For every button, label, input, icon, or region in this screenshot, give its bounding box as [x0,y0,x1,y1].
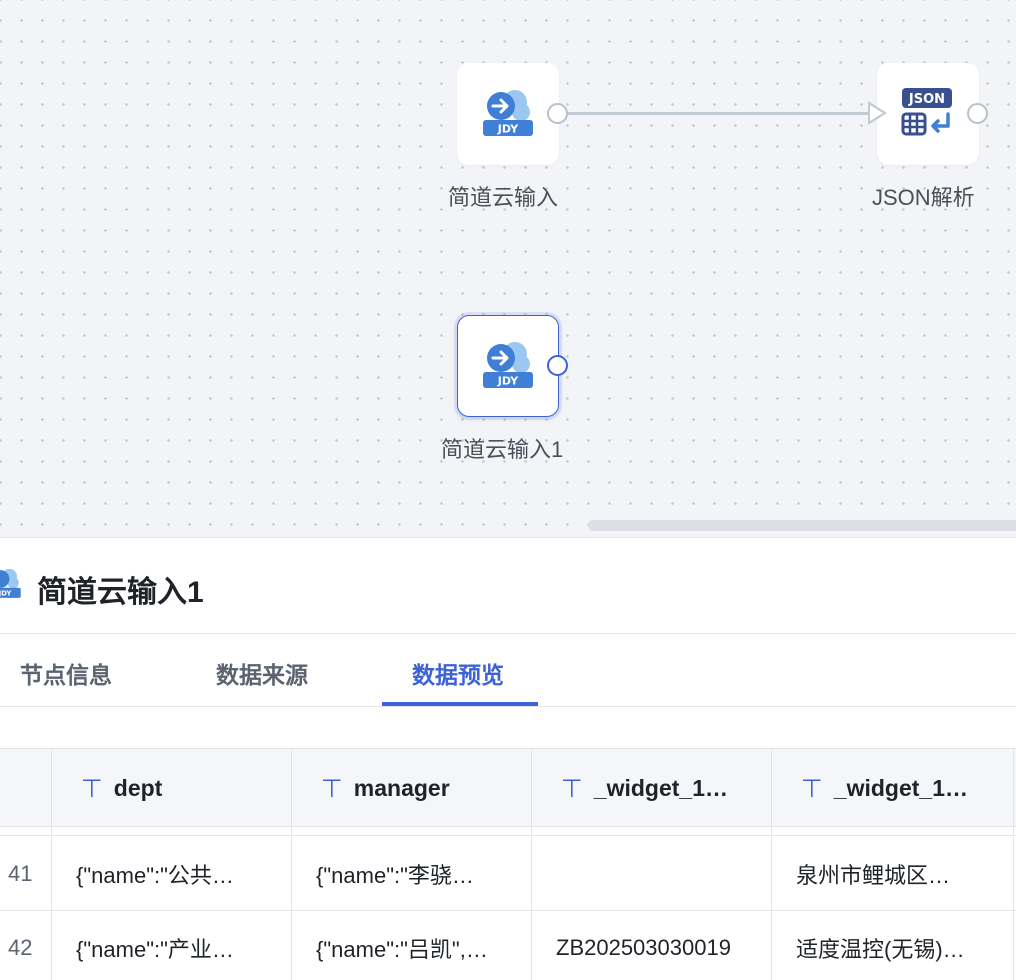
text-type-icon: ⊤ [561,773,583,803]
jdy-cloud-icon: JDY [483,342,533,388]
node-label: 简道云输入1 [441,437,564,462]
table-cell[interactable]: 泉州市鲤城区… [772,837,1014,910]
output-port[interactable] [547,103,568,124]
panel-title: 简道云输入1 [37,576,204,609]
svg-text:JDY: JDY [497,123,519,136]
node-jdy-input[interactable]: JDY [457,63,568,165]
horizontal-scrollbar[interactable] [588,520,1016,531]
jdy-cloud-icon: JDY [483,90,533,136]
json-parse-icon: JSON [901,88,952,136]
table-cell[interactable]: ZB202503030019 [532,911,772,980]
node-detail-panel: JDY 简道云输入1 节点信息 数据来源 数据预览 ⊤ dept ⊤ manag… [0,537,1016,980]
jdy-cloud-icon: JDY [0,568,21,598]
table-cell[interactable]: {"name":"产业… [52,911,292,980]
panel-header: JDY 简道云输入1 [0,538,1016,634]
output-port[interactable] [547,355,568,376]
row-index: 42 [0,911,52,980]
connection-edge[interactable] [568,112,868,115]
active-tab-indicator [382,702,538,706]
svg-text:JDY: JDY [497,375,519,388]
node-label: 简道云输入 [448,185,559,210]
text-type-icon: ⊤ [321,773,343,803]
table-row[interactable]: 42 {"name":"产业… {"name":"吕凯",… ZB2025030… [0,911,1016,980]
svg-text:JDY: JDY [0,590,12,598]
node-label: JSON解析 [872,185,975,210]
flow-canvas[interactable]: JDY 简道云输入 JSON JSON解析 JDY 简道云输入1 [0,0,1016,537]
tab-node-info[interactable]: 节点信息 [20,662,112,688]
row-index: 41 [0,837,52,910]
svg-text:JSON: JSON [908,92,945,107]
table-row[interactable]: 41 {"name":"公共… {"name":"李骁… 泉州市鲤城区… [0,837,1016,911]
table-cell[interactable]: 适度温控(无锡)… [772,911,1014,980]
table-header: ⊤ dept ⊤ manager ⊤ _widget_1… ⊤ _widget_… [0,748,1016,827]
table-row-spacer [0,827,1016,836]
tab-data-source[interactable]: 数据来源 [216,662,308,688]
node-json-parse[interactable]: JSON [877,63,988,165]
node-jdy-input-1[interactable]: JDY [457,315,568,417]
table-cell[interactable]: {"name":"公共… [52,837,292,910]
column-header[interactable]: ⊤ manager [292,749,532,827]
input-port[interactable] [868,101,887,125]
index-column-header [0,749,52,827]
text-type-icon: ⊤ [81,773,103,803]
column-header[interactable]: ⊤ _widget_1… [532,749,772,827]
column-header[interactable]: ⊤ _widget_1… [772,749,1014,827]
tab-data-preview[interactable]: 数据预览 [412,662,504,688]
panel-tabs: 节点信息 数据来源 数据预览 [0,634,1016,707]
table-cell[interactable] [532,837,772,910]
text-type-icon: ⊤ [801,773,823,803]
table-cell[interactable]: {"name":"李骁… [292,837,532,910]
column-header[interactable]: ⊤ dept [52,749,292,827]
output-port[interactable] [967,103,988,124]
table-cell[interactable]: {"name":"吕凯",… [292,911,532,980]
data-preview-table: ⊤ dept ⊤ manager ⊤ _widget_1… ⊤ _widget_… [0,748,1016,980]
